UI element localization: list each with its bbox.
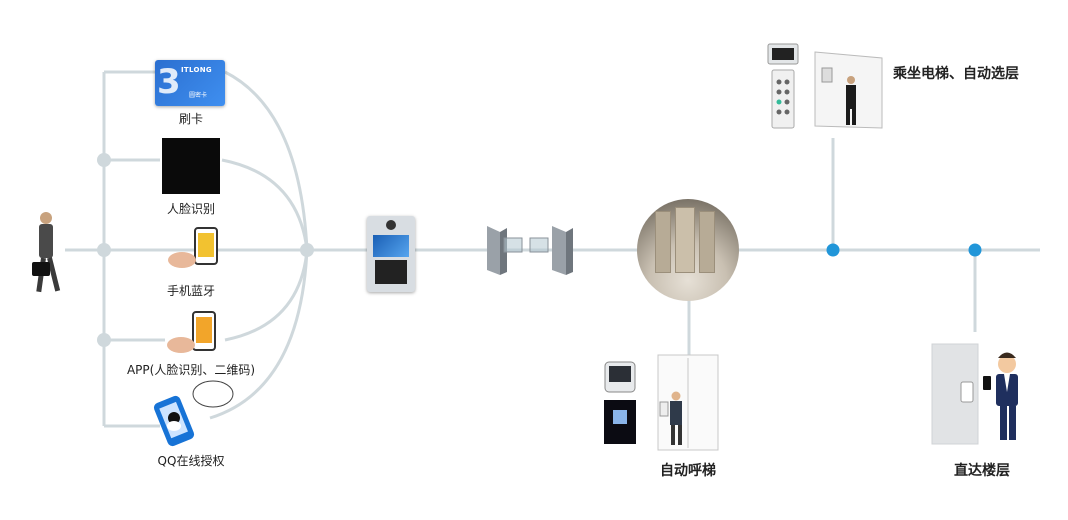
arc-qq [209, 249, 309, 420]
node-ride-elevator [826, 243, 840, 257]
elevator-interior-icon [771, 51, 883, 129]
access-card-image: 3 ITLONG 圆密卡 [155, 60, 225, 106]
intercom-screen [373, 235, 409, 257]
qq-phone-icon [153, 380, 234, 447]
label-ride-elevator: 乘坐电梯、自动选层 [893, 66, 1019, 82]
elevator-lobby-image [637, 199, 739, 301]
app-phone-icon [167, 311, 216, 353]
label-card: 刷卡 [178, 112, 204, 126]
turnstile-gate-icon [487, 226, 573, 275]
face-recognition-image [162, 138, 220, 194]
call-elevator-scene-icon [604, 354, 719, 451]
card-brand-logo: ITLONG [181, 66, 212, 74]
card-sub-text: 圆密卡 [189, 92, 208, 99]
intercom-panel-icon [367, 216, 415, 292]
node-converge [300, 243, 314, 257]
label-app: APP(人脸识别、二维码) [126, 363, 256, 377]
bluetooth-phone-icon [168, 227, 218, 268]
camera-icon [386, 220, 396, 230]
node-direct-floor [968, 243, 982, 257]
label-bluetooth: 手机蓝牙 [166, 284, 216, 298]
intercom-keypad [375, 260, 407, 284]
node-face [97, 153, 111, 167]
node-bluetooth [97, 243, 111, 257]
node-app [97, 333, 111, 347]
arc-face [221, 158, 309, 251]
label-direct-floor: 直达楼层 [954, 463, 1010, 479]
direct-floor-scene-icon [931, 343, 1018, 445]
label-call-elevator: 自动呼梯 [660, 463, 716, 479]
person-walking-icon [32, 212, 61, 293]
label-face: 人脸识别 [166, 202, 216, 216]
card-number: 3 [157, 62, 181, 102]
arc-card [224, 70, 309, 251]
label-qq: QQ在线授权 [157, 454, 225, 468]
floor-selector-keypad-icon [767, 43, 799, 65]
